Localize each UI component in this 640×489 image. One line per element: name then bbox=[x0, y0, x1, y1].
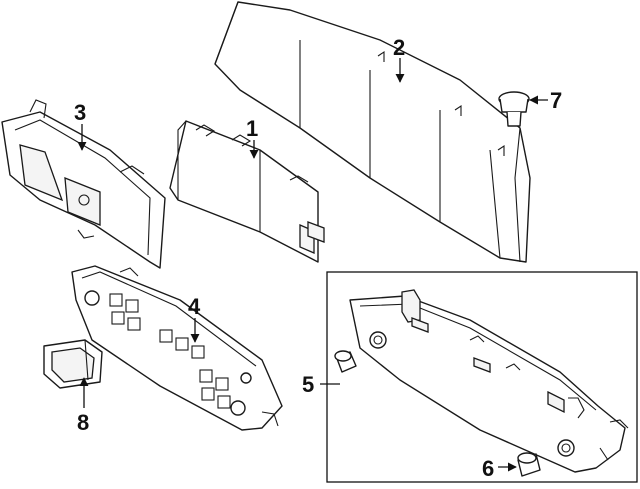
part-1-display-unit bbox=[169, 120, 325, 263]
callout-6: 6 bbox=[482, 456, 494, 481]
part-6-knob bbox=[517, 452, 541, 477]
callout-3: 3 bbox=[74, 100, 86, 125]
leader-lines bbox=[77, 58, 548, 472]
callout-2: 2 bbox=[393, 35, 405, 60]
part-5-control-panel bbox=[349, 289, 629, 473]
callout-4: 4 bbox=[188, 294, 201, 319]
part-4-switch-panel bbox=[71, 265, 283, 431]
callout-1: 1 bbox=[246, 116, 258, 141]
inset-box bbox=[326, 271, 638, 483]
part-3-switch-bezel bbox=[1, 99, 166, 269]
callout-7: 7 bbox=[550, 88, 562, 113]
callout-8: 8 bbox=[77, 410, 89, 435]
part-8-switch bbox=[43, 339, 103, 389]
part-5-knob bbox=[334, 350, 357, 373]
part-7-clip bbox=[498, 91, 530, 127]
callout-5: 5 bbox=[302, 372, 314, 397]
part-2-instrument-cover bbox=[214, 1, 531, 263]
